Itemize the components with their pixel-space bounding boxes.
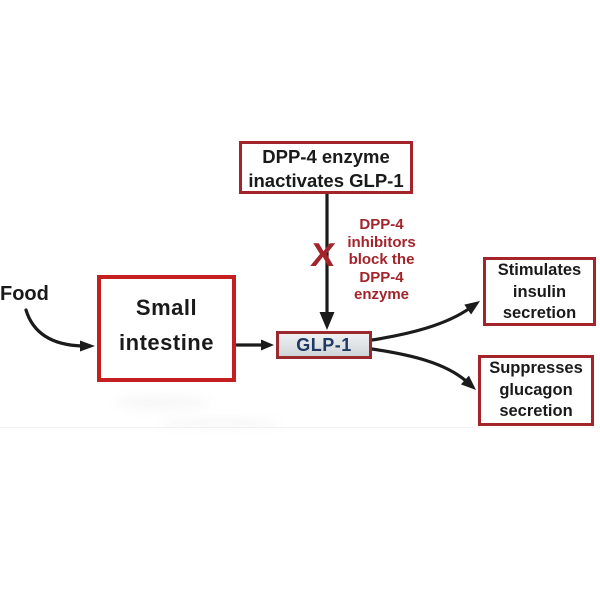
artifact-smudge [160,418,280,428]
artifact-smudge [115,396,210,410]
small-intestine-box: Small intestine [97,275,236,382]
dpp4-inhibitors-note: DPP-4 inhibitors block the DPP-4 enzyme [347,216,416,303]
glp1-box: GLP-1 [276,331,372,359]
stimulates-insulin-box: Stimulates insulin secretion [483,257,596,326]
arrow-glp1-to-glucagon [370,347,476,390]
arrow-intestine-to-glp1 [235,339,274,351]
arrow-glp1-to-insulin [370,301,480,342]
image-edge-artifact [0,427,600,428]
suppresses-glucagon-box: Suppresses glucagon secretion [478,355,594,426]
dpp4-enzyme-box: DPP-4 enzyme inactivates GLP-1 [239,141,413,194]
block-x-mark: X [309,235,338,274]
arrow-food-to-intestine [24,308,95,352]
food-label: Food [0,283,49,305]
